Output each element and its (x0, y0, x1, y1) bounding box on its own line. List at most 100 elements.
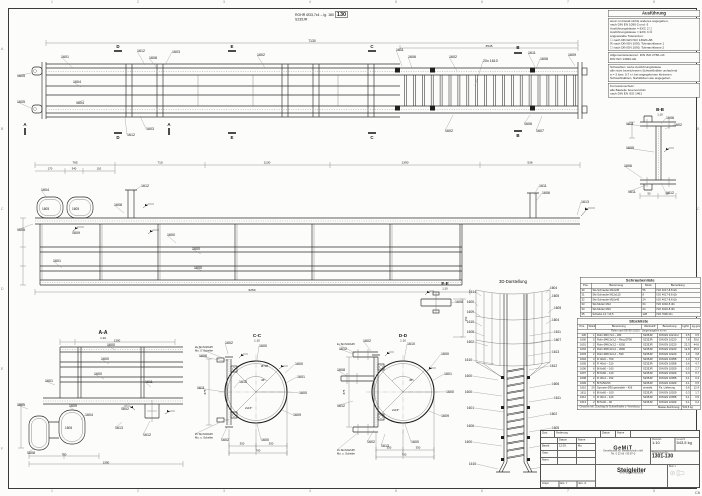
dim-label: 875 (342, 389, 346, 394)
part-label: 1600 (167, 233, 175, 237)
leader-line (473, 341, 489, 347)
ausfuehrung-execution: wenn im Detail nichts anderes angegeben,… (608, 17, 700, 52)
frame-ref-label: 4 (309, 0, 311, 4)
ladder-rung (506, 397, 525, 402)
part-label: 1606 (552, 382, 559, 386)
leader-line (193, 267, 204, 272)
leader-line (625, 147, 655, 153)
leader-line (528, 331, 555, 337)
leader-line (623, 165, 643, 179)
plan-linework (24, 40, 588, 135)
leader-line (546, 295, 553, 302)
frame-ref-label: D (1, 287, 4, 291)
dim-label: 350 (240, 442, 245, 446)
leader-line (142, 420, 151, 435)
part-label: 1609 (293, 413, 301, 417)
dim-label: 350 (387, 446, 392, 450)
part-label: 1613 (381, 444, 389, 448)
callout: 2x Skt M10x45 (195, 345, 213, 349)
part-label: 1600 (192, 247, 200, 251)
part-label: 1605 (17, 74, 25, 78)
leader-line (407, 56, 413, 69)
part-label: 1602 (225, 341, 233, 345)
leader-line (627, 184, 647, 193)
part-label: 1611 (554, 330, 561, 334)
table-cell: ISO 7090 tZn (654, 311, 701, 318)
part-label: 1601 (53, 259, 61, 263)
leader-line (16, 101, 32, 109)
leader-line (625, 123, 643, 127)
table-cell: 35 (580, 311, 592, 318)
ladder-rung (506, 404, 525, 409)
part-label: 1606 (524, 122, 532, 126)
callout: 2x Skt M10x45 (195, 432, 213, 436)
frame-ref-label: B (1, 127, 4, 131)
table-cell: Scheibe 13 / 10,5 (591, 311, 642, 318)
leader-line (528, 397, 555, 403)
part-label: 1611 (396, 48, 404, 52)
leader-line (336, 369, 348, 377)
scale-box: Maßstab 1:10 (650, 437, 675, 451)
frame-ref-label: 8 (653, 489, 655, 493)
view-title: D-D (399, 333, 408, 338)
ladder-rung (506, 455, 525, 459)
leader-line (535, 58, 541, 70)
dim-label: 700 (62, 453, 67, 457)
text-line: DIN ISO 13920-AE (610, 57, 637, 61)
text-line: Schweißnähten, Nahtdicken wie angegeben (610, 76, 671, 81)
part-note-text: ROHR Ø33,7x4 – lg. 180 (295, 13, 334, 18)
view-scale: 1:10 (254, 339, 260, 343)
part-label: 1608 (455, 300, 463, 304)
angle-label: 45° (261, 378, 265, 382)
view-title: A-A (99, 330, 108, 336)
part-label: 1600 (299, 391, 307, 395)
text-line: alle nicht bezeichneten Schweißnähte uml… (610, 69, 678, 73)
view-scale: 1:10 (657, 113, 663, 117)
part-label: 1600 (107, 343, 115, 347)
ladder-rung (506, 439, 525, 444)
dim-label: 6250 (249, 288, 256, 292)
text-line: Korrosionsschutz: (610, 84, 635, 88)
dim-label: 710 (157, 161, 162, 165)
leader-line (71, 225, 79, 233)
part-label: 1600 (261, 438, 269, 442)
leader-line (196, 387, 226, 393)
leader-line (527, 413, 551, 419)
part-label: 1610 (465, 358, 472, 362)
part-label: 1608 (114, 203, 122, 207)
leader-line (471, 391, 503, 397)
part-label: 1612 (137, 49, 145, 53)
section-letter: E (231, 135, 234, 140)
ladder-rung (506, 376, 525, 380)
schraubenliste-title: Schraubenliste (579, 277, 701, 284)
leader-line (535, 115, 543, 131)
part-label: 1605 (72, 207, 79, 211)
part-label: 1605 (552, 426, 559, 430)
callout: Mu. u. Scheibe (195, 349, 213, 353)
ladder-rung (506, 448, 525, 452)
text-line: wenn im Detail nichts anderes angegeben, (610, 19, 669, 23)
leader-line (194, 420, 224, 435)
part-label: 20x 1610 (483, 59, 498, 63)
frame-ref-label: 5 (395, 0, 397, 4)
leader-line (473, 425, 505, 431)
drawing-frame (8, 8, 697, 489)
ladder-rung (506, 418, 525, 422)
leader-line (471, 375, 499, 381)
elevation-linework (20, 162, 595, 295)
part-label: 1609 (72, 231, 80, 235)
leader-line (256, 54, 266, 69)
leader-line (338, 348, 355, 355)
part-label: 1605 (552, 294, 559, 298)
part-label: 1611 (554, 396, 561, 400)
leader-line (660, 182, 667, 193)
detail-cc-linework (206, 353, 293, 456)
leader-line (366, 429, 375, 442)
part-label: 1600 (465, 440, 472, 444)
